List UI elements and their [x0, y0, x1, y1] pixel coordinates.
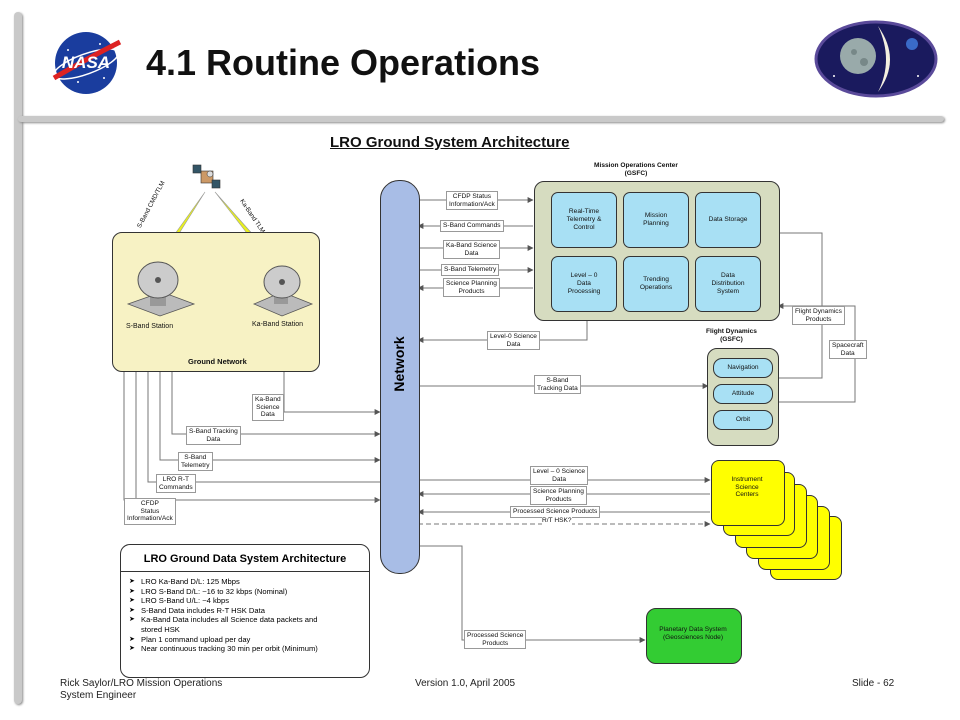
- ka-band-station-label: Ka-Band Station: [252, 321, 303, 328]
- s-band-station-icon: [122, 258, 196, 320]
- network-bar: [380, 180, 420, 574]
- gds-summary-item: ➤LRO S-Band D/L: ~16 to 32 kbps (Nominal…: [129, 586, 288, 596]
- gds-summary-divider: [121, 571, 369, 572]
- fd-module-attitude: Attitude: [713, 384, 773, 404]
- nasa-logo-text: NASA: [61, 53, 111, 72]
- gds-summary-title: LRO Ground Data System Architecture: [143, 553, 347, 565]
- gds-summary-item: ➤Near continuous tracking 30 min per orb…: [129, 644, 318, 654]
- fd-module-navigation: Navigation: [713, 358, 773, 378]
- pds-label: Planetary Data System (Geosciences Node): [659, 626, 727, 641]
- frame-left-bar: [14, 12, 22, 704]
- footer-version: Version 1.0, April 2005: [415, 678, 516, 689]
- gds-summary-item: ➤Plan 1 command upload per day: [129, 634, 251, 644]
- lro-mission-logo: [814, 20, 938, 98]
- s-band-station-label: S-Band Station: [126, 323, 174, 330]
- flight-dynamics-title: Flight Dynamics (GSFC): [706, 328, 757, 343]
- moc-title: Mission Operations Center (GSFC): [594, 162, 678, 177]
- gds-summary-item: ➤LRO Ka-Band D/L: 125 Mbps: [129, 577, 240, 586]
- lro-spacecraft-icon: [192, 162, 222, 192]
- flow-label-s-band-commands: S-Band Commands: [440, 220, 504, 232]
- fd-module-orbit: Orbit: [713, 410, 773, 430]
- science-center-label: Instrument Science Centers: [731, 476, 763, 498]
- footer-slide-number: Slide - 62: [852, 678, 895, 689]
- gds-summary-item: ➤LRO S-Band U/L: ~4 kbps: [129, 596, 230, 606]
- slide-title: 4.1 Routine Operations: [146, 42, 541, 83]
- science-center-front: [711, 460, 785, 526]
- gds-summary-item: ➤Ka-Band Data includes all Science data …: [129, 615, 318, 625]
- ground-network-label: Ground Network: [188, 357, 247, 366]
- flow-label-processed-science-isc: Processed Science Products: [510, 506, 601, 518]
- gds-summary-item: stored HSK: [141, 624, 180, 634]
- pds-box: [646, 608, 742, 664]
- diagram-title: LRO Ground System Architecture: [330, 134, 570, 151]
- gds-summary-box: LRO Ground Data System Architecture ➤LRO…: [120, 544, 370, 678]
- nasa-logo: NASA: [48, 28, 124, 98]
- gds-summary-item: ➤S-Band Data includes R-T HSK Data: [129, 605, 265, 615]
- ka-band-station-icon: [250, 262, 314, 318]
- frame-top-bar: [18, 116, 944, 122]
- network-label: Network: [391, 336, 407, 392]
- flow-label-s-band-telemetry-moc: S-Band Telemetry: [441, 264, 500, 276]
- moc-module-data-storage: Data Storage: [695, 192, 761, 248]
- gds-summary-list: ➤LRO Ka-Band D/L: 125 Mbps ➤LRO S-Band D…: [129, 577, 318, 654]
- flow-label-rt-hsk: R/T HSK?: [542, 517, 572, 525]
- footer-author: Rick Saylor/LRO Mission Operations Syste…: [60, 678, 223, 701]
